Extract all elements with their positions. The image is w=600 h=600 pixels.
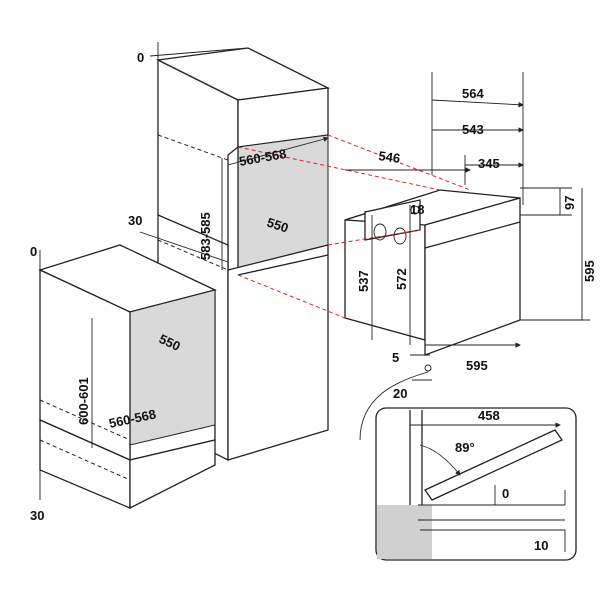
- label-tall-top-gap: 0: [137, 50, 144, 65]
- label-door-gap-top: 0: [502, 486, 509, 501]
- inset-wall-section: [377, 505, 432, 559]
- oven-front: [424, 197, 521, 356]
- fixing-point-icon: [410, 205, 420, 215]
- fixing-hole-icon: [393, 227, 407, 245]
- base-cabinet-plinth-side: [129, 439, 216, 510]
- label-oven-front-depth: 20: [393, 386, 407, 401]
- label-tall-opening-depth: 550: [265, 215, 290, 236]
- label-oven-total-height: 595: [582, 260, 597, 282]
- door-detail-inset: [375, 407, 577, 561]
- oven: [344, 189, 521, 356]
- label-oven-top-offset: 97: [562, 196, 577, 210]
- label-oven-front-width: 595: [466, 358, 488, 373]
- label-base-bottom: 30: [30, 508, 44, 523]
- label-oven-rear-step: 18: [410, 202, 424, 217]
- label-base-top-gap: 0: [30, 244, 37, 259]
- inset-frame: [375, 407, 577, 561]
- label-oven-inner-depth: 345: [478, 156, 500, 171]
- tall-cabinet-cavity-left: [227, 145, 239, 277]
- label-tall-side-offset: 30: [128, 213, 142, 228]
- label-oven-bottom-gap: 5: [392, 350, 399, 365]
- label-door-angle: 89°: [455, 440, 475, 455]
- dimension-lines: [39, 42, 590, 500]
- tall-cabinet-side-lower: [227, 244, 329, 461]
- base-cabinet: [38, 244, 217, 510]
- label-oven-total-depth: 564: [462, 86, 484, 101]
- label-base-opening-height: 600-601: [76, 377, 91, 425]
- label-oven-side-depth: 546: [378, 148, 402, 166]
- label-oven-body-height: 572: [394, 268, 409, 290]
- label-door-depth: 458: [478, 408, 500, 423]
- inset-door: [424, 429, 563, 501]
- label-oven-body-depth: 543: [462, 122, 484, 137]
- label-oven-side-height: 537: [356, 270, 371, 292]
- label-door-gap-bottom: 10: [534, 538, 548, 553]
- fixing-hole-icon: [373, 223, 387, 241]
- alignment-lines: [237, 134, 471, 319]
- label-tall-opening-height: 583-585: [198, 212, 213, 260]
